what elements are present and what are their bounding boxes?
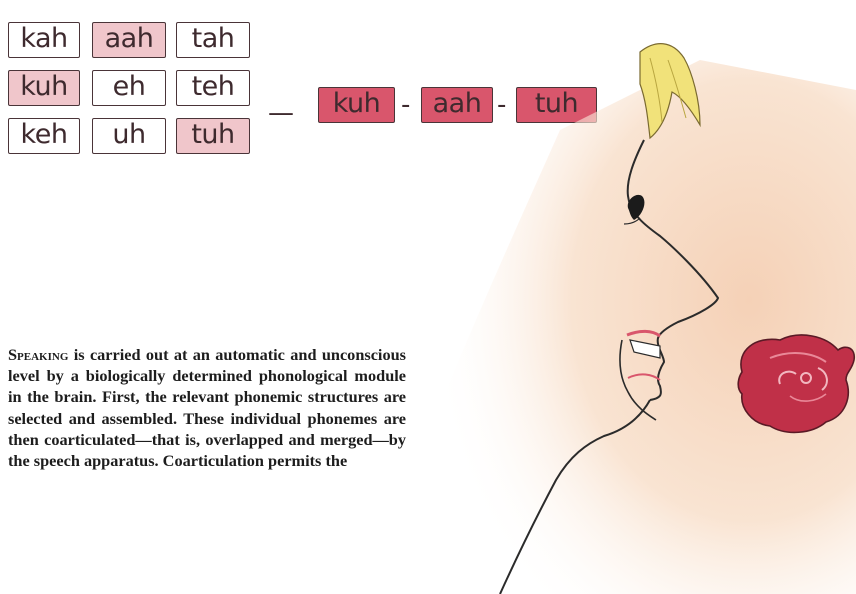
caption-paragraph: Speaking is carried out at an automatic … — [8, 344, 406, 471]
caption-lead: Speaking — [8, 345, 68, 364]
caption-body: is carried out at an automatic and uncon… — [8, 345, 406, 470]
